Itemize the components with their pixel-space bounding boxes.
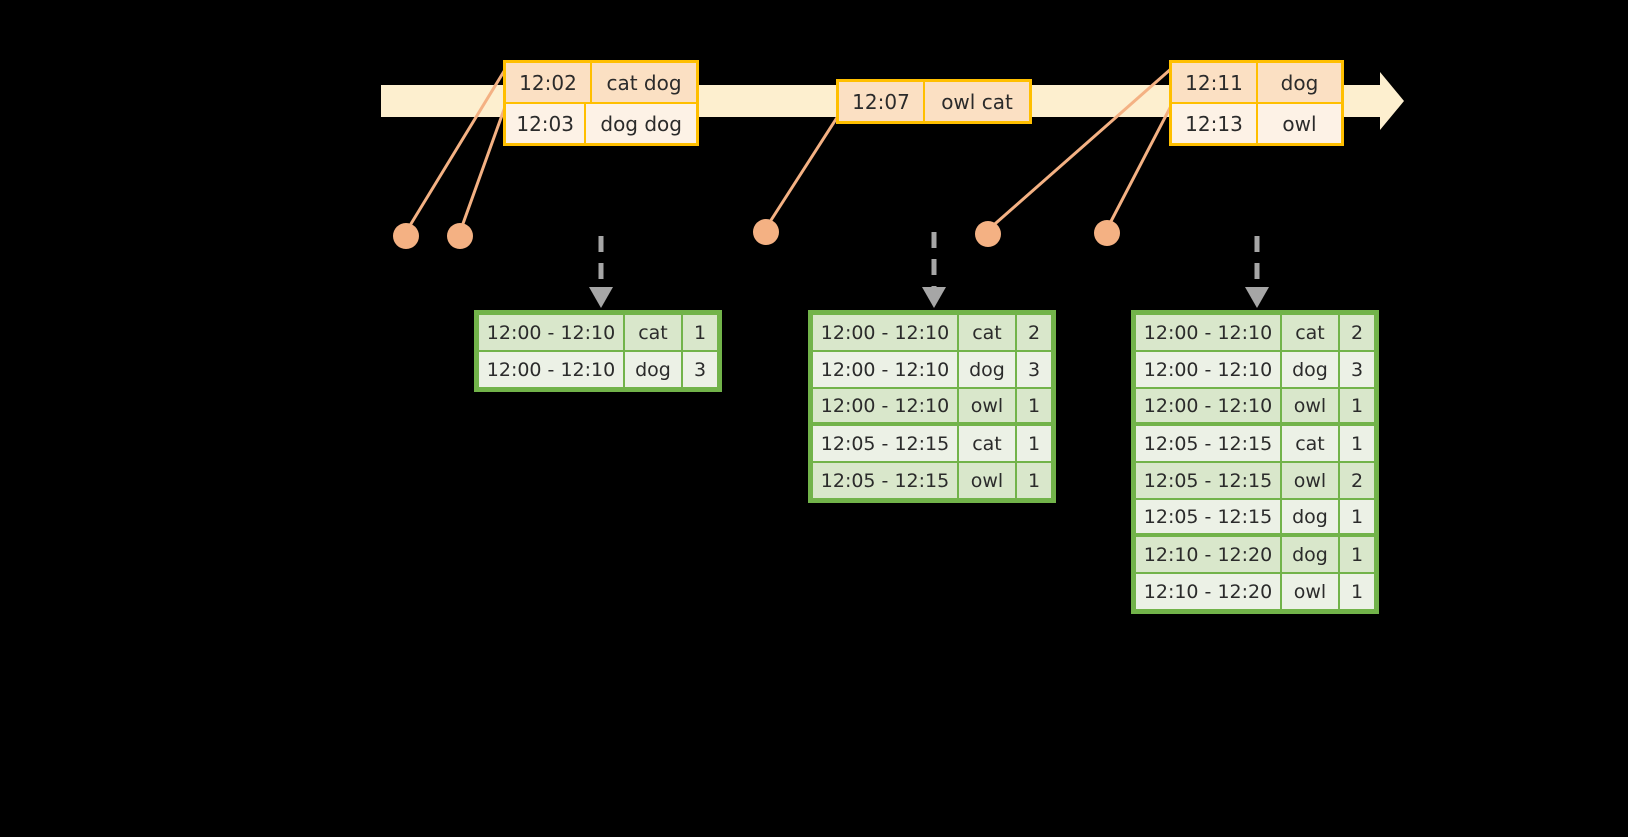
- cell-count: 3: [1016, 351, 1052, 388]
- cell-window: 12:05 - 12:15: [812, 425, 958, 462]
- cell-window: 12:05 - 12:15: [1135, 462, 1281, 499]
- event-dot-1203: [447, 223, 473, 249]
- cell-count: 2: [1339, 314, 1375, 351]
- cell-window: 12:05 - 12:15: [1135, 499, 1281, 536]
- dashed-arrow-2: [922, 232, 946, 308]
- cell-word: dog: [958, 351, 1016, 388]
- event-time: 12:03: [506, 104, 587, 143]
- cell-word: dog: [1281, 351, 1339, 388]
- cell-window: 12:05 - 12:15: [812, 462, 958, 499]
- cell-window: 12:10 - 12:20: [1135, 573, 1281, 610]
- cell-count: 1: [1339, 573, 1375, 610]
- cell-word: cat: [1281, 314, 1339, 351]
- cell-window: 12:00 - 12:10: [1135, 388, 1281, 425]
- cell-window: 12:00 - 12:10: [1135, 314, 1281, 351]
- cell-word: dog: [624, 351, 682, 388]
- cell-count: 1: [1339, 425, 1375, 462]
- dashed-arrow-3: [1245, 236, 1269, 308]
- event-words: dog: [1258, 63, 1341, 102]
- cell-count: 1: [1339, 499, 1375, 536]
- cell-word: owl: [958, 462, 1016, 499]
- connector-line-1203: [458, 103, 508, 233]
- event-time: 12:02: [506, 63, 592, 102]
- event-words: owl cat: [925, 82, 1029, 121]
- cell-word: dog: [1281, 499, 1339, 536]
- cell-window: 12:00 - 12:10: [478, 351, 624, 388]
- cell-word: owl: [1281, 573, 1339, 610]
- event-words: cat dog: [592, 63, 696, 102]
- event-dot-1202: [393, 223, 419, 249]
- event-time: 12:13: [1172, 104, 1258, 143]
- cell-window: 12:00 - 12:10: [812, 314, 958, 351]
- cell-word: owl: [1281, 388, 1339, 425]
- cell-word: cat: [624, 314, 682, 351]
- cell-count: 1: [1016, 425, 1052, 462]
- cell-window: 12:00 - 12:10: [1135, 351, 1281, 388]
- cell-count: 1: [1339, 536, 1375, 573]
- dashed-arrow-1: [589, 236, 613, 308]
- cell-word: cat: [958, 314, 1016, 351]
- event-dot-1207: [753, 219, 779, 245]
- cell-count: 1: [1016, 462, 1052, 499]
- event-words: owl: [1258, 104, 1341, 143]
- cell-count: 3: [1339, 351, 1375, 388]
- event-dot-1211: [975, 221, 1001, 247]
- cell-window: 12:10 - 12:20: [1135, 536, 1281, 573]
- cell-count: 2: [1016, 314, 1052, 351]
- cell-count: 2: [1339, 462, 1375, 499]
- cell-window: 12:00 - 12:10: [812, 351, 958, 388]
- connector-line-1213: [1105, 103, 1174, 230]
- cell-word: dog: [1281, 536, 1339, 573]
- connector-line-1207: [764, 115, 840, 229]
- cell-count: 1: [682, 314, 718, 351]
- cell-word: cat: [958, 425, 1016, 462]
- cell-count: 1: [1016, 388, 1052, 425]
- event-time: 12:07: [839, 82, 925, 121]
- cell-word: owl: [1281, 462, 1339, 499]
- cell-window: 12:00 - 12:10: [812, 388, 958, 425]
- event-words: dog dog: [586, 104, 696, 143]
- event-time: 12:11: [1172, 63, 1258, 102]
- event-dot-1213: [1094, 220, 1120, 246]
- cell-count: 3: [682, 351, 718, 388]
- cell-window: 12:00 - 12:10: [478, 314, 624, 351]
- cell-window: 12:05 - 12:15: [1135, 425, 1281, 462]
- cell-count: 1: [1339, 388, 1375, 425]
- cell-word: owl: [958, 388, 1016, 425]
- cell-word: cat: [1281, 425, 1339, 462]
